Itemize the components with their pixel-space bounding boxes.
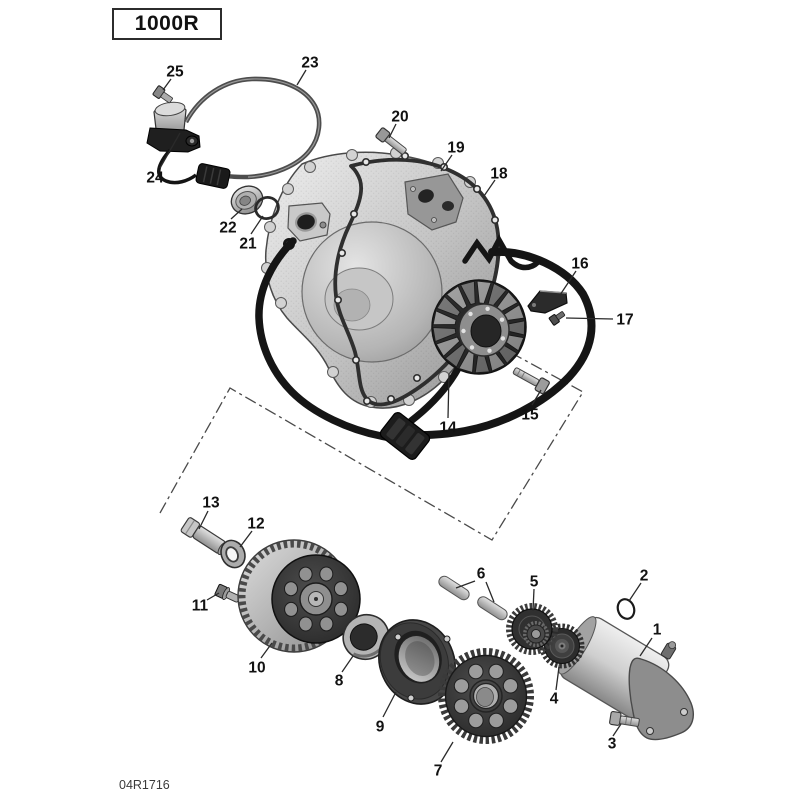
part-sensor-screw	[152, 85, 173, 104]
leader-line-7	[440, 741, 454, 763]
leader-line-19	[440, 154, 453, 172]
callout-22: 22	[219, 220, 236, 237]
callout-10: 10	[248, 660, 265, 677]
callout-21: 21	[239, 236, 257, 253]
part-bolt-15	[512, 367, 550, 395]
part-sensor-cable	[183, 76, 322, 189]
starter-terminal	[660, 641, 677, 660]
leader-line-2	[628, 582, 642, 602]
callout-15: 15	[521, 407, 539, 424]
callout-18: 18	[490, 166, 508, 183]
leader-line-15	[531, 389, 542, 406]
part-wire-bracket	[527, 290, 568, 314]
part-idler-gear-5	[506, 603, 558, 655]
leader-line-23	[296, 69, 307, 86]
leader-line-12	[239, 530, 253, 548]
callout-labels: 1234567891011121314151617181920212223242…	[146, 55, 661, 780]
leader-line-20	[388, 123, 397, 139]
leader-line-9	[382, 691, 397, 718]
cover-sensor-boss	[287, 202, 331, 242]
callout-9: 9	[376, 719, 385, 736]
callout-7: 7	[434, 763, 443, 780]
leader-line-17	[565, 317, 614, 320]
leader-line-5	[532, 588, 535, 612]
leader-line-8	[341, 655, 354, 673]
callout-1: 1	[653, 622, 662, 639]
part-bolt-3	[609, 710, 640, 727]
part-crank-bolt-13	[180, 517, 228, 556]
part-washer-12	[220, 539, 246, 569]
leader-line-25	[162, 78, 172, 91]
callout-4: 4	[550, 691, 559, 708]
callout-3: 3	[608, 736, 617, 753]
leader-line-18	[483, 179, 496, 197]
leader-line-14	[447, 373, 450, 419]
leader-line-6	[485, 581, 495, 603]
stator-connector	[379, 412, 431, 460]
callout-20: 20	[391, 109, 408, 126]
part-oring-2	[616, 598, 636, 620]
leader-line-16	[559, 270, 577, 296]
model-label-box: 1000R	[112, 8, 222, 40]
part-screw-11	[214, 583, 241, 603]
callout-2: 2	[640, 568, 649, 585]
cover-pocket	[404, 173, 464, 231]
part-starter-motor	[545, 616, 694, 741]
leader-line-21	[250, 215, 264, 235]
part-clutch-housing-9	[378, 619, 456, 705]
callout-24: 24	[146, 170, 164, 187]
leader-line-24	[159, 132, 181, 169]
callout-16: 16	[571, 256, 589, 273]
callout-12: 12	[247, 516, 264, 533]
part-ring-gear-7	[438, 648, 534, 744]
leader-line-4	[555, 666, 560, 691]
leader-line-3	[612, 723, 622, 737]
centerline-dashdot	[159, 332, 584, 541]
model-label: 1000R	[134, 12, 200, 35]
callout-25: 25	[166, 64, 184, 81]
callout-14: 14	[439, 420, 457, 437]
callout-23: 23	[301, 55, 319, 72]
leader-line-11	[206, 592, 220, 601]
part-clutch-ring-8	[342, 613, 390, 661]
callout-6: 6	[477, 566, 486, 583]
part-ckp-sensor	[146, 101, 201, 185]
part-bolt-20	[375, 127, 407, 155]
callout-5: 5	[530, 574, 539, 591]
leader-line-6	[455, 580, 476, 589]
callout-8: 8	[335, 673, 344, 690]
diagram-code: 04R1716	[119, 778, 170, 792]
part-bracket-screw	[548, 311, 566, 326]
part-stator	[431, 279, 527, 375]
part-flywheel	[237, 539, 361, 653]
callout-19: 19	[447, 140, 465, 157]
part-pins-6	[438, 575, 508, 621]
leader-line-13	[198, 510, 209, 530]
leader-line-22	[230, 208, 243, 220]
callout-11: 11	[192, 598, 209, 615]
part-oring-21	[254, 195, 280, 221]
part-gear-4	[539, 623, 585, 669]
callout-17: 17	[616, 312, 633, 329]
leader-line-10	[260, 642, 273, 659]
flange-holes	[394, 633, 451, 702]
callout-13: 13	[202, 495, 220, 512]
leader-line-1	[639, 637, 653, 657]
